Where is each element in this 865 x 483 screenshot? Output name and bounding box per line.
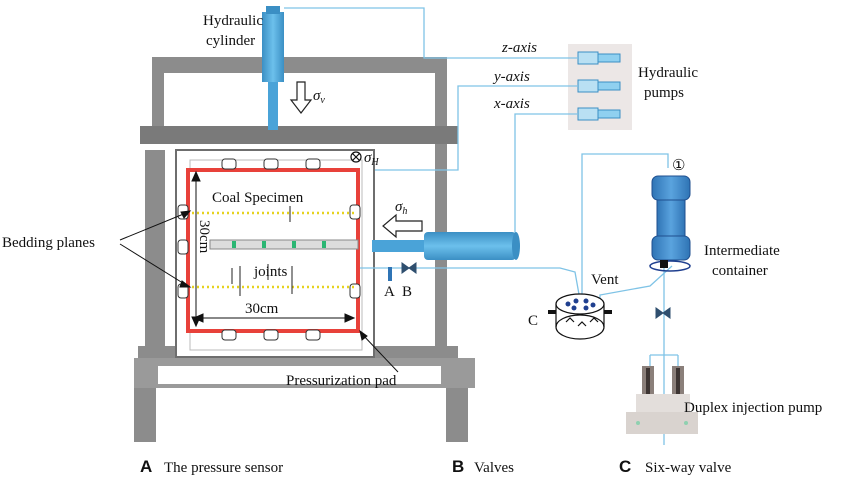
duplex-injection-pump	[626, 354, 698, 434]
legend: A The pressure sensor B Valves C Six-way…	[140, 457, 732, 476]
wellbore	[209, 239, 359, 250]
circled-one-label: ①	[672, 158, 685, 174]
hydraulic-cylinder	[262, 6, 284, 130]
z-axis-label: z-axis	[501, 40, 537, 56]
hydraulic-pump-panel	[568, 44, 632, 130]
bedding-planes-pointers	[119, 210, 192, 288]
pressure-sensor-label: A	[384, 284, 395, 300]
sigma-H-symbol	[350, 151, 362, 163]
hydraulic-pumps-label-2: pumps	[644, 85, 684, 101]
dimension-arrows	[191, 170, 356, 328]
vent-label: Vent	[591, 272, 619, 288]
joint-lines	[231, 206, 293, 296]
sigma-h-label: σh	[395, 199, 407, 217]
valve-b-label: B	[402, 284, 412, 300]
height-30cm-label: 30cm	[196, 220, 212, 254]
width-30cm-label: 30cm	[245, 301, 279, 317]
valve-b-icon	[401, 262, 417, 274]
hydraulic-lines	[284, 7, 578, 243]
specimen-chamber	[175, 149, 375, 358]
legend-letter-c: C	[619, 457, 631, 476]
intermediate-container-label-2: container	[712, 263, 768, 279]
legend-letter-a: A	[140, 457, 152, 476]
loading-frame	[134, 57, 475, 442]
pressurization-pad-pointer	[359, 329, 399, 373]
hydraulic-cylinder-label-1: Hydraulic	[203, 13, 263, 29]
bedding-plane-lines	[192, 211, 354, 289]
y-axis-label: y-axis	[492, 69, 530, 85]
six-way-valve	[548, 293, 612, 340]
hydraulic-pumps-label-1: Hydraulic	[638, 65, 698, 81]
joints-label: joints	[253, 264, 288, 280]
coal-specimen-label: Coal Specimen	[212, 190, 304, 206]
sigma-v-arrow	[289, 81, 313, 114]
six-way-valve-label: C	[528, 313, 538, 329]
x-axis-label: x-axis	[493, 96, 530, 112]
sigma-h-arrow	[382, 213, 423, 239]
bedding-planes-label: Bedding planes	[2, 235, 95, 251]
pressure-sensor	[388, 267, 392, 281]
valve-icon-lower	[655, 307, 671, 319]
legend-text-b: Valves	[474, 460, 514, 476]
hydraulic-cylinder-label-2: cylinder	[206, 33, 255, 49]
horizontal-hydraulic-cylinder	[372, 232, 520, 260]
legend-text-c: Six-way valve	[645, 460, 732, 476]
sigma-v-label: σv	[313, 88, 325, 106]
intermediate-container-label-1: Intermediate	[704, 243, 780, 259]
sigma-H-label: σH	[364, 150, 379, 168]
pressurization-pad-label: Pressurization pad	[286, 373, 397, 389]
duplex-pump-label: Duplex injection pump	[684, 400, 822, 416]
legend-text-a: The pressure sensor	[164, 460, 283, 476]
intermediate-container	[649, 175, 691, 272]
legend-letter-b: B	[452, 457, 464, 476]
